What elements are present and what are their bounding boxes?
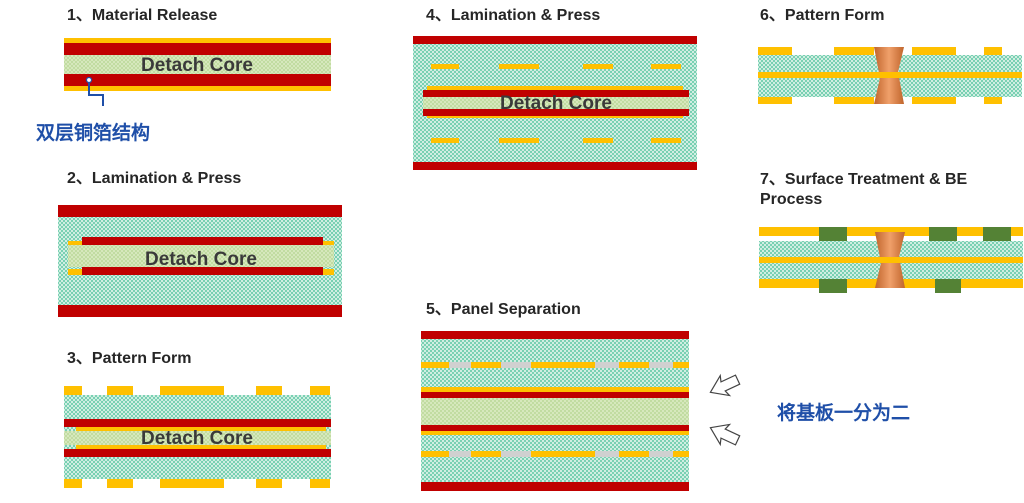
step-4-diagram: Detach Core — [413, 36, 697, 170]
step-2-diagram: Detach Core — [58, 205, 342, 317]
step-6-diagram — [758, 47, 1022, 104]
core-label: Detach Core — [145, 249, 257, 270]
core-label: Detach Core — [500, 93, 612, 114]
separation-arrows — [709, 373, 741, 447]
core-label: Detach Core — [141, 428, 253, 449]
split-board-annotation: 将基板一分为二 — [777, 403, 911, 424]
step-4-title: 4、Lamination & Press — [426, 7, 601, 24]
step-1-diagram: Detach Core — [64, 38, 331, 106]
pointer-dot — [85, 76, 93, 84]
step-7-title: 7、Surface Treatment & BE Process — [760, 171, 968, 208]
step-2-title: 2、Lamination & Press — [67, 170, 242, 187]
pointer-line — [88, 82, 104, 106]
step-7-diagram — [759, 227, 1023, 293]
arrow-lower — [709, 423, 741, 447]
step-6-title: 6、Pattern Form — [760, 7, 885, 24]
step-3-diagram: Detach Core — [64, 386, 331, 488]
arrow-upper — [709, 373, 741, 397]
step-1-title: 1、Material Release — [67, 7, 218, 24]
double-foil-annotation: 双层铜箔结构 — [36, 123, 151, 144]
step-5-diagram — [421, 331, 689, 491]
step-5-title: 5、Panel Separation — [426, 301, 581, 318]
step-3-title: 3、Pattern Form — [67, 350, 192, 367]
core-label: Detach Core — [141, 55, 253, 76]
